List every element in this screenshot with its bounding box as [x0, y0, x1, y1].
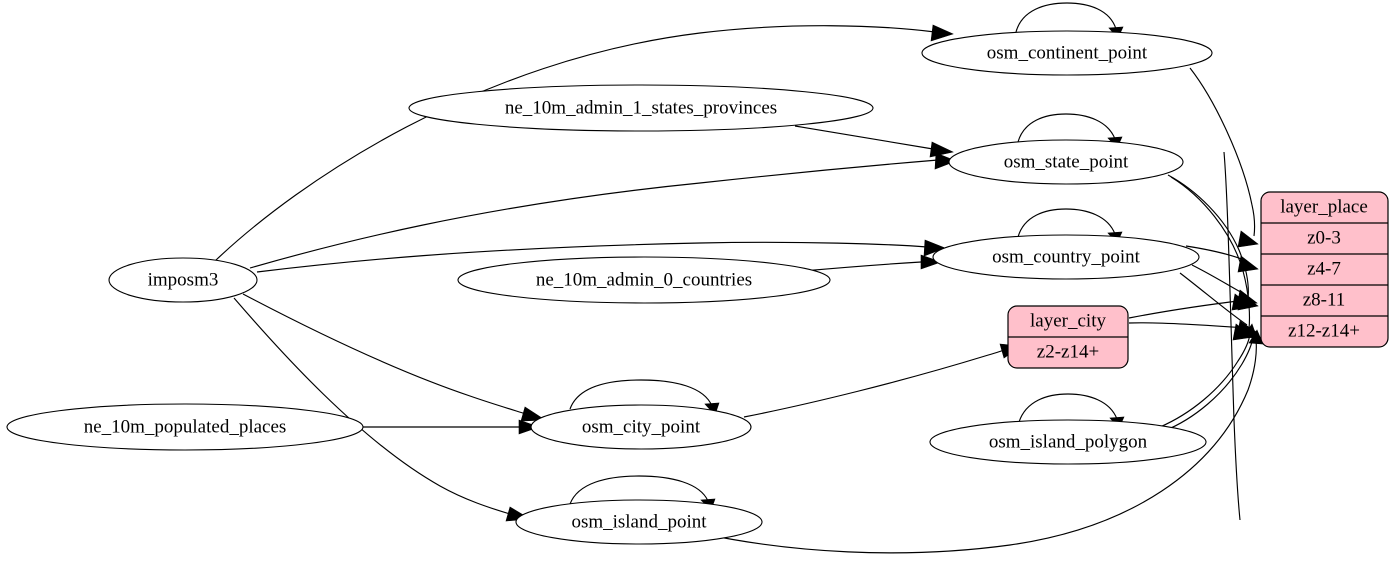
edge-osm-continent-point-to-layer-place-z0-3	[1189, 67, 1256, 237]
edge-osm-island-polygon-to-layer-place-z12-z14-b	[1163, 336, 1254, 432]
edge-layer-city-to-layer-place-z8-11	[1128, 299, 1247, 319]
node-ne-10m-admin-1-states-provinces[interactable]: ne_10m_admin_1_states_provinces	[408, 84, 874, 132]
node-osm-city-point[interactable]: osm_city_point	[530, 404, 752, 450]
edge-self-osm-island-polygon	[1018, 393, 1118, 423]
edge-self-osm-island-point	[569, 475, 709, 505]
arrowhead-icon	[934, 152, 957, 170]
edge-self-osm-continent-point	[1015, 2, 1117, 33]
arrowhead-icon	[520, 406, 546, 422]
node-ne-10m-populated-places[interactable]: ne_10m_populated_places	[6, 403, 364, 451]
node-layer: imposm3 ne_10m_admin_1_states_provinces …	[6, 30, 1389, 545]
edge-imposm3-to-osm-city-point	[242, 293, 527, 415]
node-osm-continent-point[interactable]: osm_continent_point	[921, 30, 1213, 76]
edge-osm-country-point-to-layer-place-z12-z14	[1179, 272, 1248, 326]
edge-imposm3-to-osm-island-point	[233, 297, 511, 515]
edge-osm-country-point-to-layer-place-z8-11	[1191, 264, 1247, 296]
node-layer-place[interactable]: layer_place z0-3 z4-7 z8-11 z12-z14+	[1260, 191, 1389, 348]
node-osm-island-polygon[interactable]: osm_island_polygon	[929, 419, 1207, 465]
edge-ne-states-to-osm-state-point	[794, 125, 934, 150]
edge-imposm3-to-osm-state-point	[249, 159, 939, 269]
node-osm-island-point[interactable]: osm_island_point	[515, 499, 763, 545]
node-osm-state-point[interactable]: osm_state_point	[948, 139, 1184, 185]
arrowhead-icon	[930, 24, 954, 42]
edge-osm-island-point-to-layer-place-z12-z14	[703, 339, 1257, 554]
node-ne-10m-admin-0-countries[interactable]: ne_10m_admin_0_countries	[457, 256, 831, 304]
arrowhead-icon	[923, 239, 946, 257]
arrowhead-icon	[920, 254, 942, 270]
edge-self-osm-city-point	[569, 379, 713, 410]
arrowhead-icon	[1242, 323, 1258, 339]
edge-ne-countries-to-osm-country-point	[802, 261, 922, 272]
edge-osm-city-point-to-layer-city-z2-z14	[743, 349, 1005, 418]
edge-self-osm-country-point	[1017, 208, 1116, 238]
edge-self-osm-state-point	[1017, 113, 1116, 143]
edge-osm-state-point-to-layer-place-z8-11	[1167, 174, 1249, 300]
arrowhead-icon	[1237, 255, 1259, 273]
arrowhead-icon	[929, 141, 954, 158]
arrowhead-icon	[1237, 230, 1259, 248]
arrowhead-icon	[518, 419, 540, 435]
edge-continent-vertical-segment	[1223, 151, 1241, 521]
edge-layer-city-to-layer-place-z12-z14	[1128, 322, 1246, 329]
edge-osm-island-polygon-to-layer-place-z12-z14	[1159, 333, 1251, 428]
edge-layer	[214, 2, 1264, 554]
node-layer-city[interactable]: layer_city z2-z14+	[1007, 305, 1129, 369]
edge-imposm3-to-osm-country-point	[256, 241, 928, 273]
node-osm-country-point[interactable]: osm_country_point	[932, 234, 1200, 280]
node-imposm3[interactable]: imposm3	[108, 257, 258, 303]
arrowhead-icon	[1248, 329, 1264, 345]
edge-imposm3-to-osm-continent-point	[214, 25, 936, 262]
arrowhead-icon	[1237, 293, 1259, 311]
